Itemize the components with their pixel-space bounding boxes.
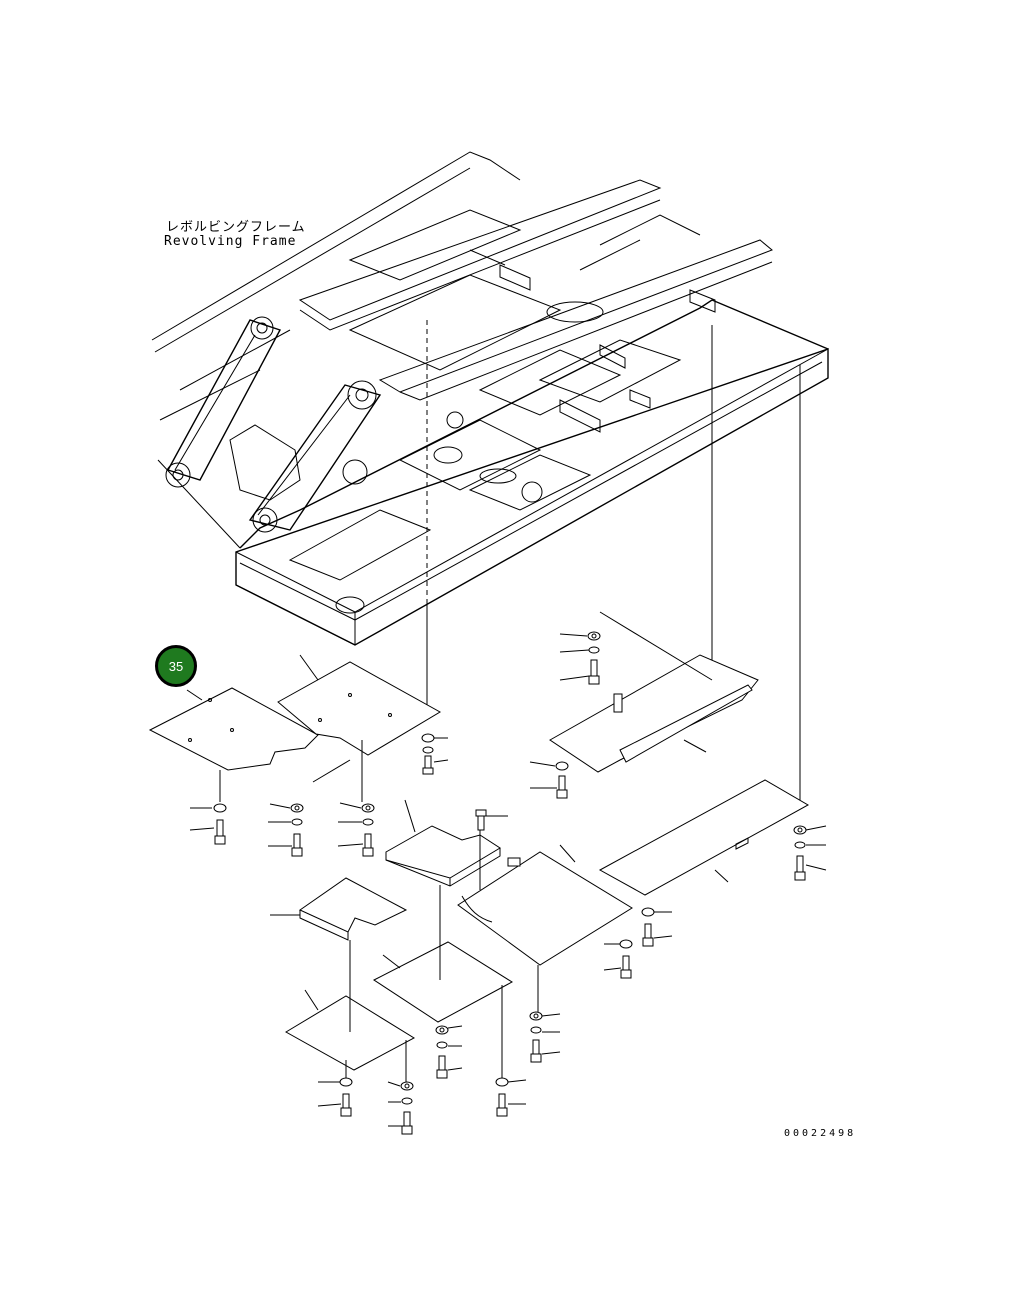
- bolt-stack: [421, 733, 449, 775]
- cover-plate-lower-mid: [373, 941, 513, 1023]
- bolt-stack: [559, 631, 601, 685]
- bolt-stack: [189, 803, 227, 845]
- cover-plate-right-rail: [549, 611, 759, 773]
- cover-plate-far-right: [598, 779, 810, 896]
- bolt-stack: [495, 1077, 527, 1117]
- frame-label-english: Revolving Frame: [164, 234, 297, 249]
- bolt-stack: [317, 1077, 353, 1117]
- assembly-lines: [219, 740, 539, 1082]
- callout-badge-35[interactable]: 35: [155, 645, 197, 687]
- bolt-stack: [641, 907, 673, 947]
- bolt-stack: [603, 939, 633, 979]
- cover-plate-upper-left: [277, 654, 442, 756]
- cover-plate-35: [148, 687, 319, 771]
- projection-lines: [426, 320, 801, 805]
- bolt-stack: [337, 802, 375, 857]
- cover-plate-lower-left: [285, 989, 416, 1071]
- bolt-stack: [475, 809, 508, 831]
- cover-plate-center: [457, 844, 633, 966]
- block-pad-lower: [270, 877, 408, 941]
- bolt-stack: [529, 761, 569, 799]
- frame-label-japanese: レボルビングフレーム: [166, 220, 306, 235]
- fasteners: [189, 631, 827, 1135]
- drawing-number: 00022498: [784, 1128, 857, 1139]
- bolt-stack: [793, 825, 827, 881]
- bolt-stack: [268, 803, 304, 857]
- bolt-stack: [435, 1025, 463, 1079]
- block-pad-upper: [385, 799, 501, 887]
- bolt-stack: [529, 1011, 561, 1063]
- revolving-frame: [151, 151, 829, 646]
- bolt-stack: [387, 1081, 414, 1135]
